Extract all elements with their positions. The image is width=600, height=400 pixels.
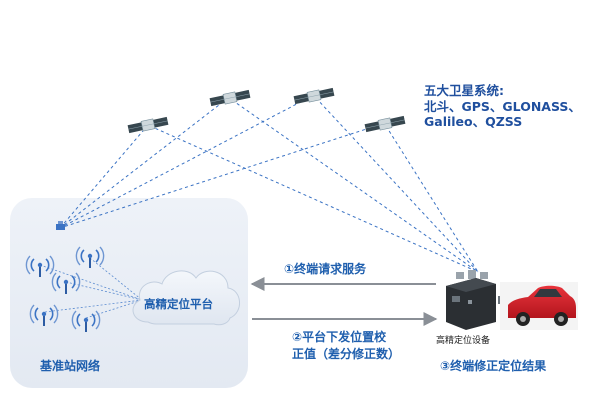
- network-label: 基准站网络: [40, 359, 101, 373]
- network-box: [10, 198, 248, 388]
- correction-label-line-2: 正值（差分修正数）: [292, 347, 401, 361]
- ground-receiver-icon: [56, 221, 65, 230]
- device-icon: [446, 270, 496, 330]
- antenna-icon: [29, 304, 59, 326]
- device-label: 高精定位设备: [436, 336, 491, 346]
- antenna-icon: [51, 272, 81, 294]
- cloud-icon: [132, 270, 240, 326]
- satellite-icon: [293, 87, 335, 105]
- antenna-icon: [71, 310, 101, 332]
- satellite-systems-caption: 五大卫星系统: 北斗、GPS、GLONASS、 Galileo、QZSS: [424, 83, 581, 130]
- device-signal-lines: [149, 97, 479, 273]
- result-label: ③终端修正定位结果: [440, 359, 547, 373]
- platform-label: 高精定位平台: [144, 297, 213, 311]
- satellite-signal-lines: [59, 95, 383, 229]
- satellite-icon: [364, 115, 406, 133]
- satellite-icon: [127, 116, 169, 134]
- car-icon: [500, 282, 578, 330]
- correction-label-line-1: ②平台下发位置校: [292, 330, 387, 344]
- satellite-caption-line-2: 北斗、GPS、GLONASS、: [424, 98, 581, 114]
- satellite-icon: [209, 89, 251, 107]
- antenna-icon: [75, 246, 105, 268]
- satellite-caption-line-3: Galileo、QZSS: [424, 114, 523, 129]
- antenna-icon: [25, 255, 55, 277]
- satellite-caption-line-1: 五大卫星系统:: [424, 83, 504, 98]
- request-label: ①终端请求服务: [284, 262, 367, 276]
